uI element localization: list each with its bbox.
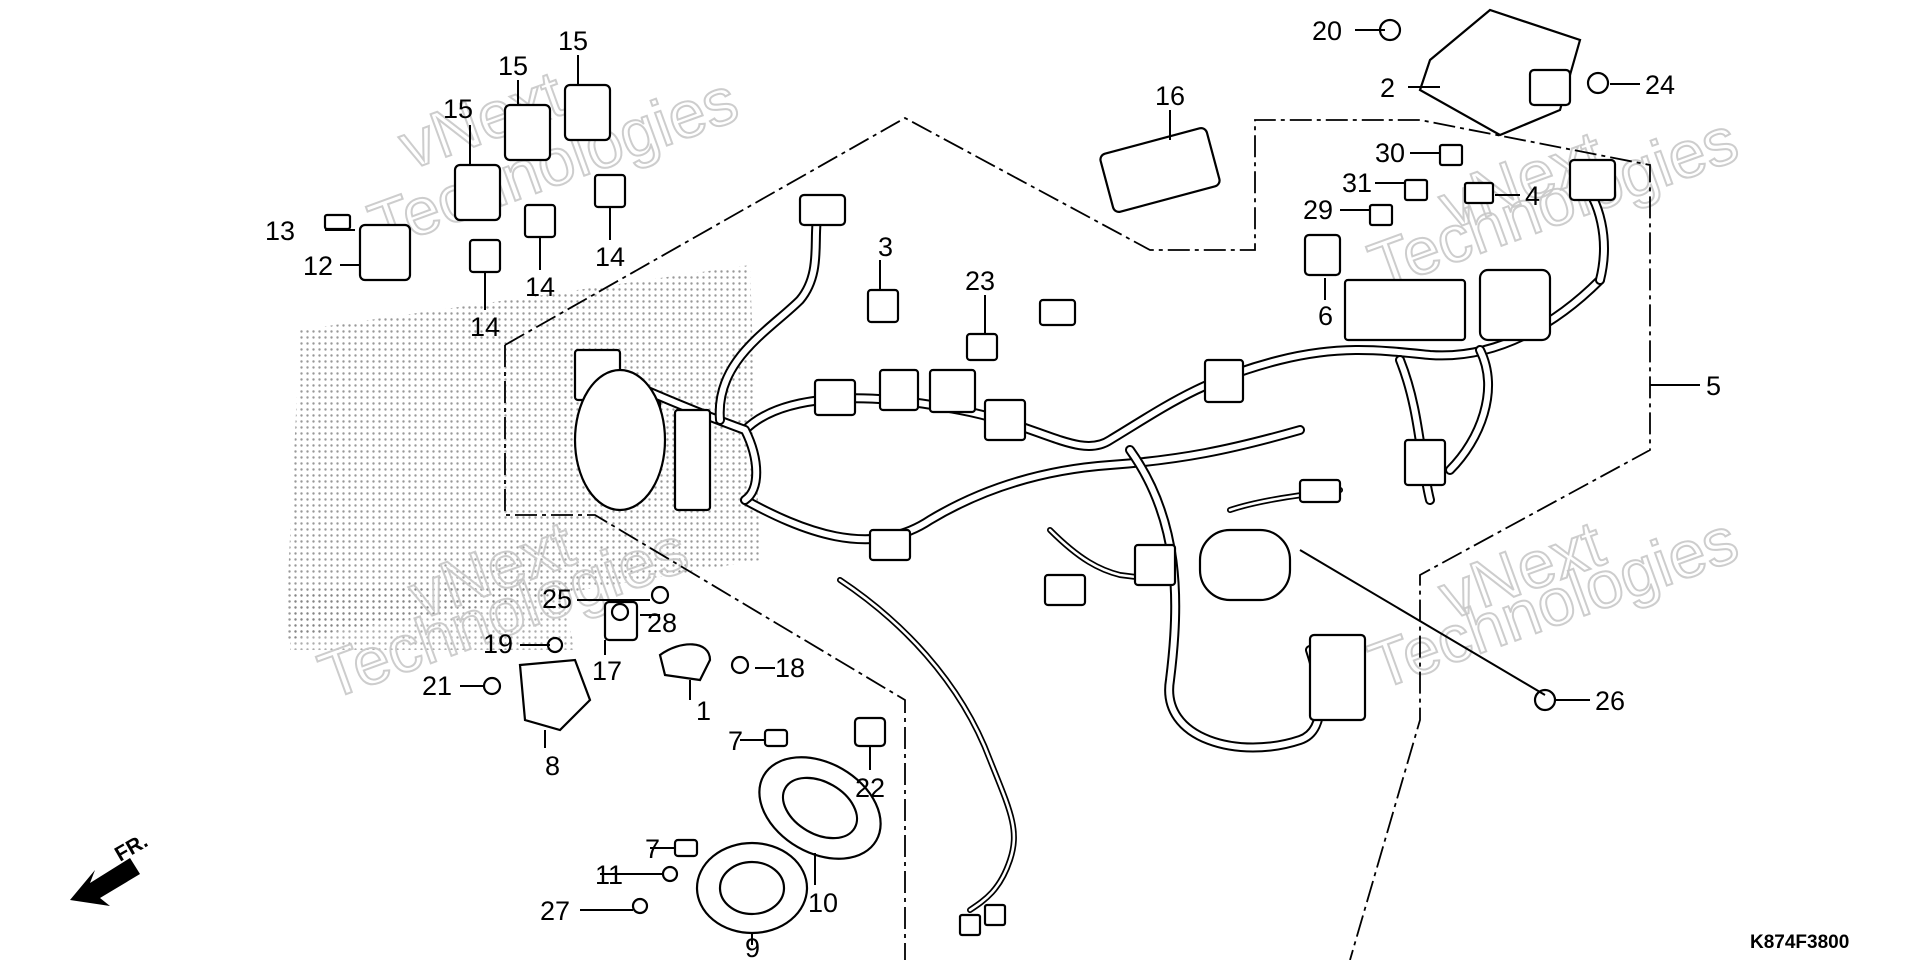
front-direction-arrow: FR. bbox=[70, 829, 152, 906]
callout-22: 22 bbox=[855, 773, 885, 803]
diagram-code: K874F3800 bbox=[1750, 932, 1849, 953]
callout-13: 13 bbox=[265, 216, 295, 246]
callout-8: 8 bbox=[545, 751, 560, 781]
harness-group-outline bbox=[504, 116, 1651, 960]
callout-3: 3 bbox=[878, 232, 893, 262]
callout-7b: 7 bbox=[645, 834, 660, 864]
callout-9: 9 bbox=[745, 933, 760, 960]
leader-lines bbox=[325, 29, 1700, 945]
callout-21: 21 bbox=[422, 671, 452, 701]
callout-1: 1 bbox=[696, 696, 711, 726]
callout-25: 25 bbox=[542, 584, 572, 614]
callout-29: 29 bbox=[1303, 195, 1333, 225]
callout-28: 28 bbox=[647, 608, 677, 638]
callout-14c: 14 bbox=[595, 242, 625, 272]
callout-18: 18 bbox=[775, 653, 805, 683]
callout-labels: 1 2 3 4 5 6 7 7 8 9 10 11 12 13 14 14 14… bbox=[265, 16, 1721, 960]
callout-26: 26 bbox=[1595, 686, 1625, 716]
stipple-shading bbox=[285, 265, 760, 650]
callout-31: 31 bbox=[1342, 168, 1372, 198]
callout-17: 17 bbox=[592, 656, 622, 686]
callout-5: 5 bbox=[1706, 371, 1721, 401]
callout-4: 4 bbox=[1525, 181, 1540, 211]
svg-text:FR.: FR. bbox=[111, 829, 152, 866]
callout-12: 12 bbox=[303, 251, 333, 281]
callout-19: 19 bbox=[483, 629, 513, 659]
callout-16: 16 bbox=[1155, 81, 1185, 111]
callout-24: 24 bbox=[1645, 70, 1675, 100]
callout-30: 30 bbox=[1375, 138, 1405, 168]
callout-7: 7 bbox=[728, 726, 743, 756]
callout-10: 10 bbox=[808, 888, 838, 918]
harness-connectors bbox=[573, 158, 1617, 937]
callout-15c: 15 bbox=[558, 26, 588, 56]
callout-15a: 15 bbox=[443, 94, 473, 124]
callout-15b: 15 bbox=[498, 51, 528, 81]
callout-23: 23 bbox=[965, 266, 995, 296]
callout-27: 27 bbox=[540, 896, 570, 926]
callout-14a: 14 bbox=[470, 312, 500, 342]
callout-20: 20 bbox=[1312, 16, 1342, 46]
callout-6: 6 bbox=[1318, 301, 1333, 331]
callout-11: 11 bbox=[595, 860, 623, 890]
loose-parts bbox=[323, 8, 1610, 935]
callout-14b: 14 bbox=[525, 272, 555, 302]
callout-2: 2 bbox=[1380, 73, 1395, 103]
